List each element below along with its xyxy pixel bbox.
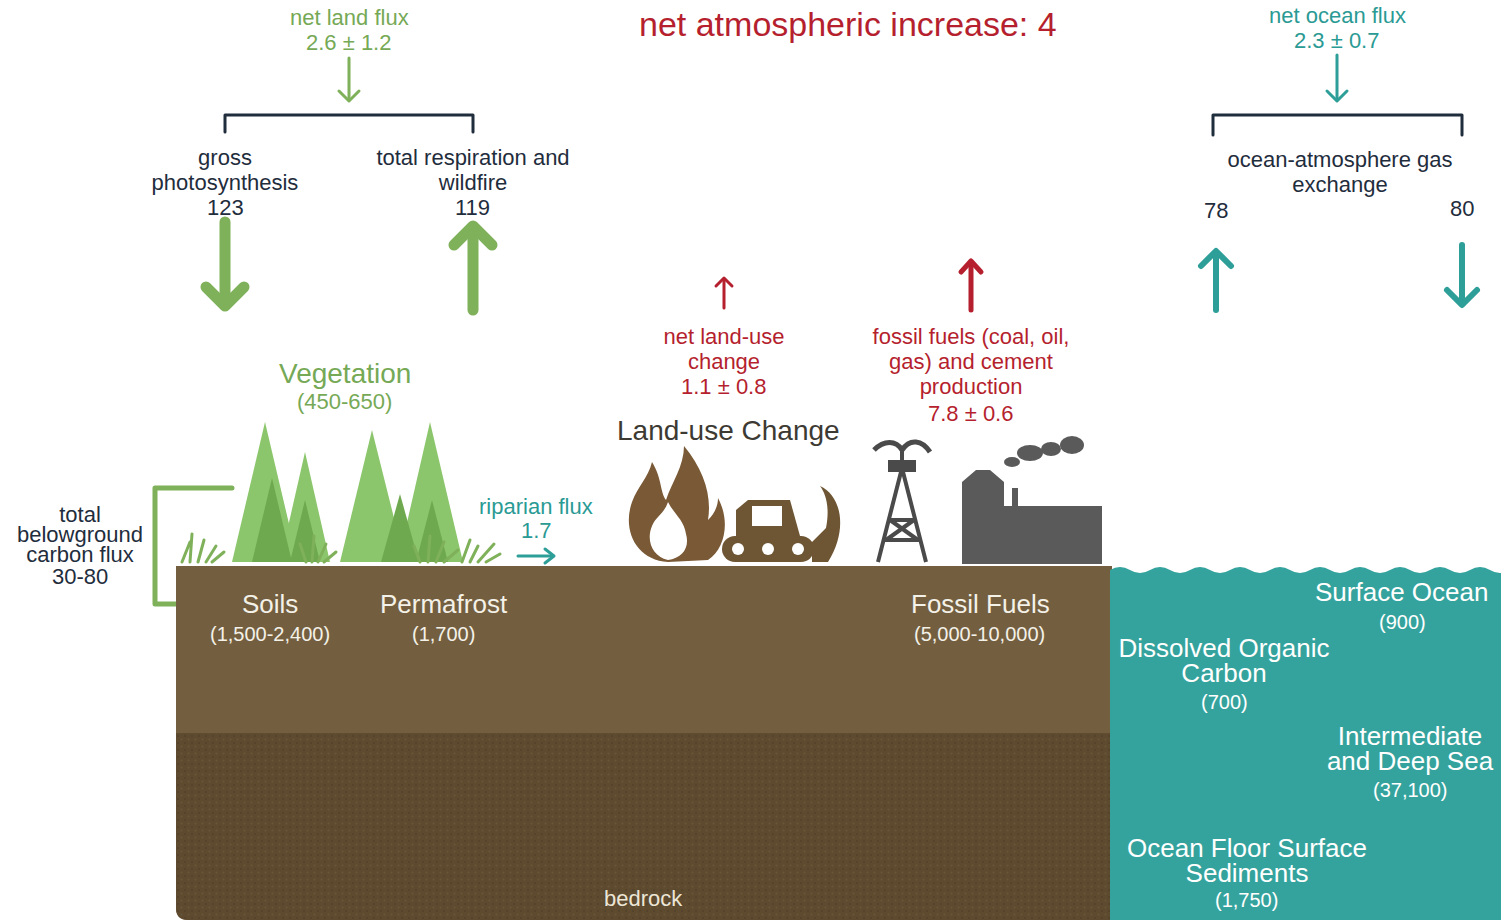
reservoir-name: Intermediate and Deep Sea [1320, 724, 1500, 774]
grass [182, 534, 500, 562]
riparian-arrow [518, 549, 554, 563]
reservoir-name: Ocean Floor Surface Sediments [1127, 836, 1367, 886]
flux-label: total belowground carbon flux [5, 505, 155, 565]
flux-value: 7.8 ± 0.6 [928, 401, 1013, 426]
reservoir-size: (1,750) [1215, 888, 1278, 913]
land-reservoirs: Soils (1,500-2,400) Permafrost (1,700) Fossi… [176, 566, 1112, 920]
section-title: Land-use Change [617, 415, 840, 447]
oil-derrick-icon [874, 442, 930, 562]
flux-value: 78 [1204, 198, 1228, 223]
reservoir-name: Surface Ocean [1315, 580, 1488, 605]
reservoir-size: (900) [1379, 610, 1426, 635]
flux-title: net land flux [290, 5, 409, 30]
reservoir-size: (700) [1201, 690, 1248, 715]
reservoir-size: (1,500-2,400) [210, 622, 330, 647]
fire-icon [629, 446, 725, 562]
flux-title: net ocean flux [1269, 3, 1406, 28]
fossil-arrow [961, 261, 981, 310]
flux-label: riparian flux [479, 494, 593, 519]
land-use-arrow [716, 278, 732, 308]
pool-size: (450-650) [297, 389, 392, 414]
reservoir-name: Soils [242, 592, 298, 617]
ground-shape [176, 566, 1112, 920]
flux-label: ocean-atmosphere gas exchange [1200, 147, 1480, 197]
reservoir-size: (1,700) [412, 622, 475, 647]
flux-value: 80 [1450, 196, 1474, 221]
diagram-heading: net atmospheric increase: 4 [639, 4, 1057, 44]
bulldozer-icon [722, 486, 840, 562]
flux-value: 1.1 ± 0.8 [681, 374, 766, 399]
reservoir-size: (5,000-10,000) [914, 622, 1045, 647]
pool-name: Vegetation [279, 358, 411, 390]
flux-label: total respiration and wildfire [373, 145, 573, 195]
reservoir-name: Dissolved Organic Carbon [1114, 636, 1334, 686]
flux-value: 1.7 [521, 518, 552, 543]
outgassing-arrow [1201, 251, 1231, 310]
flux-value: 123 [207, 195, 244, 220]
vegetation-trees [232, 422, 463, 562]
flux-label: gross photosynthesis [140, 145, 310, 195]
flux-value: 119 [455, 195, 490, 220]
flux-value: 30-80 [52, 566, 108, 588]
ocean-reservoirs: Surface Ocean (900) Dissolved Organic Carb… [1110, 566, 1501, 920]
reservoir-name: Fossil Fuels [911, 592, 1050, 617]
respiration-arrow [454, 226, 492, 310]
reservoir-size: (37,100) [1373, 778, 1448, 803]
photosynthesis-arrow [206, 222, 244, 306]
reservoir-name: Permafrost [380, 592, 507, 617]
flux-value: 2.3 ± 0.7 [1294, 28, 1379, 53]
flux-label: fossil fuels (coal, oil, gas) and cement… [856, 324, 1086, 399]
layer-label: bedrock [604, 886, 682, 911]
flux-value: 2.6 ± 1.2 [306, 30, 391, 55]
ocean-flux-arrow [1327, 55, 1347, 101]
bracket [1213, 115, 1462, 135]
bracket [225, 115, 473, 132]
flux-label: net land-use change [639, 324, 809, 374]
uptake-arrow [1447, 245, 1477, 305]
factory-icon [962, 436, 1102, 564]
land-flux-arrow [339, 58, 359, 101]
